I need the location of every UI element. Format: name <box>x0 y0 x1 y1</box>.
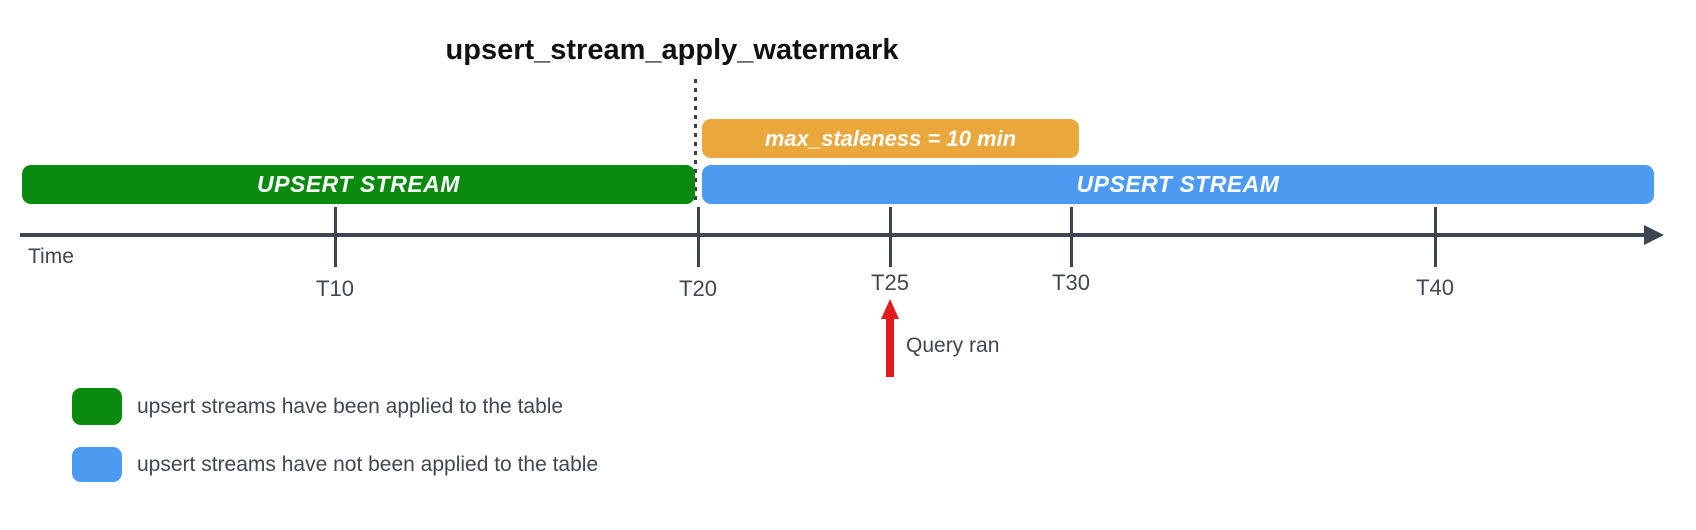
legend-label-applied: upsert streams have been applied to the … <box>137 394 564 418</box>
tick-label-t20: T20 <box>679 276 717 301</box>
query-ran-arrow-icon <box>881 299 899 319</box>
max-staleness-label: max_staleness = 10 min <box>764 125 1017 151</box>
time-axis-arrowhead-icon <box>1644 225 1664 245</box>
legend-label-unapplied: upsert streams have not been applied to … <box>137 452 599 476</box>
tick-t20 <box>697 207 700 267</box>
legend-item-applied: upsert streams have been applied to the … <box>72 388 563 425</box>
unapplied-upsert-stream-label: UPSERT STREAM <box>1076 171 1280 197</box>
diagram-title: upsert_stream_apply_watermark <box>445 34 899 66</box>
watermark-dashed-line <box>694 79 697 205</box>
legend-swatch-unapplied <box>72 447 122 482</box>
unapplied-upsert-stream-bar: UPSERT STREAM <box>702 165 1654 204</box>
legend-item-unapplied: upsert streams have not been applied to … <box>72 447 598 482</box>
tick-label-t25: T25 <box>871 270 909 295</box>
time-axis-line <box>20 233 1646 237</box>
tick-t40 <box>1434 207 1437 267</box>
tick-t25 <box>889 207 892 267</box>
applied-upsert-stream-label: UPSERT STREAM <box>257 171 460 197</box>
tick-label-t40: T40 <box>1416 275 1454 300</box>
legend-swatch-applied <box>72 388 122 425</box>
query-ran-label: Query ran <box>906 334 1000 357</box>
tick-t30 <box>1070 207 1073 267</box>
max-staleness-box: max_staleness = 10 min <box>702 119 1079 158</box>
query-ran-arrow-shaft <box>886 317 894 377</box>
tick-label-t10: T10 <box>316 276 354 301</box>
tick-t10 <box>334 207 337 267</box>
applied-upsert-stream-bar: UPSERT STREAM <box>22 165 695 204</box>
time-axis-label: Time <box>28 245 74 268</box>
tick-label-t30: T30 <box>1052 270 1090 295</box>
